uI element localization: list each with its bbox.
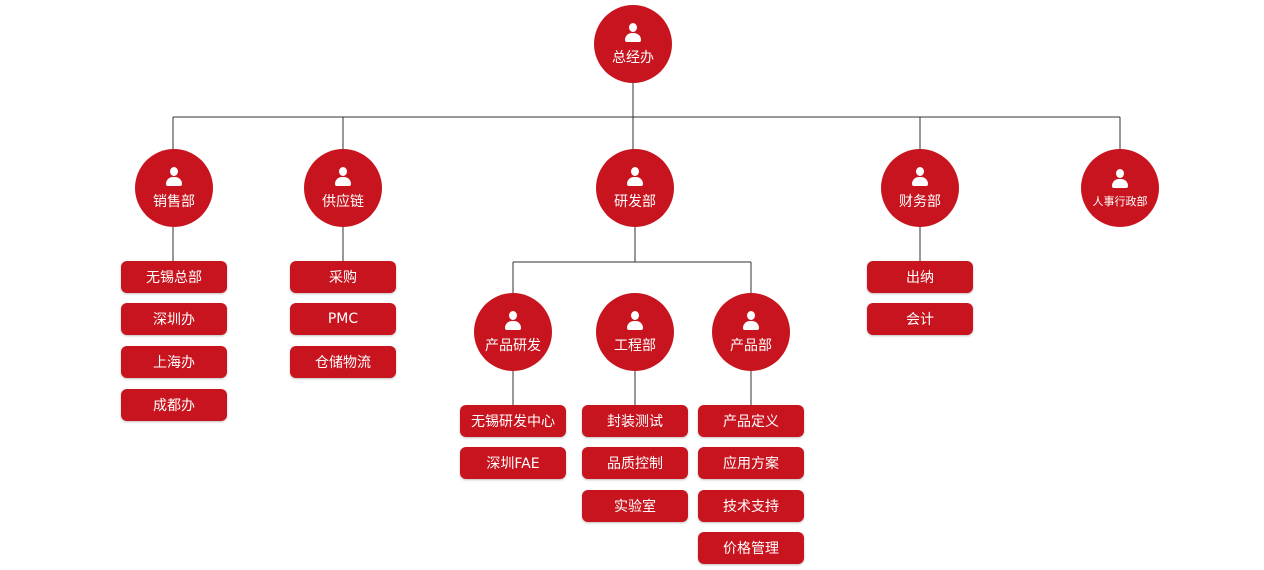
node-department[interactable]: 财务部 — [881, 149, 959, 227]
node-label: 供应链 — [322, 194, 364, 210]
person-icon — [335, 167, 351, 187]
unit-box[interactable]: 仓储物流 — [290, 346, 396, 378]
unit-box[interactable]: 采购 — [290, 261, 396, 293]
person-icon — [1112, 169, 1128, 189]
person-icon — [625, 23, 641, 43]
unit-box[interactable]: 深圳FAE — [460, 447, 566, 480]
node-label: 财务部 — [899, 194, 941, 210]
node-subdepartment[interactable]: 产品部 — [712, 293, 790, 371]
node-label: 产品研发 — [485, 338, 541, 354]
person-icon — [912, 167, 928, 187]
unit-box[interactable]: 上海办 — [121, 346, 227, 378]
unit-box[interactable]: 实验室 — [582, 489, 688, 522]
node-label: 工程部 — [614, 338, 656, 354]
unit-box[interactable]: 无锡总部 — [121, 261, 227, 293]
node-label: 研发部 — [614, 194, 656, 210]
unit-box[interactable]: 无锡研发中心 — [460, 405, 566, 437]
node-department[interactable]: 人事行政部 — [1081, 149, 1159, 227]
node-department[interactable]: 供应链 — [304, 149, 382, 227]
node-label: 产品部 — [730, 338, 772, 354]
unit-box[interactable]: 产品定义 — [698, 405, 804, 437]
person-icon — [743, 311, 759, 331]
unit-box[interactable]: 成都办 — [121, 389, 227, 421]
node-subdepartment[interactable]: 产品研发 — [474, 293, 552, 371]
unit-box[interactable]: 品质控制 — [582, 447, 688, 480]
unit-box[interactable]: 出纳 — [867, 261, 973, 293]
node-subdepartment[interactable]: 工程部 — [596, 293, 674, 371]
unit-box[interactable]: 会计 — [867, 303, 973, 335]
person-icon — [166, 167, 182, 187]
unit-box[interactable]: 封装测试 — [582, 405, 688, 437]
node-label: 总经办 — [612, 50, 654, 66]
unit-box[interactable]: 价格管理 — [698, 531, 804, 564]
node-label: 销售部 — [153, 194, 195, 210]
node-label: 人事行政部 — [1092, 195, 1148, 208]
unit-box[interactable]: 技术支持 — [698, 489, 804, 522]
node-department[interactable]: 研发部 — [596, 149, 674, 227]
unit-box[interactable]: PMC — [290, 303, 396, 335]
person-icon — [627, 167, 643, 187]
unit-box[interactable]: 应用方案 — [698, 447, 804, 480]
node-department[interactable]: 销售部 — [135, 149, 213, 227]
person-icon — [505, 311, 521, 331]
unit-box[interactable]: 深圳办 — [121, 303, 227, 335]
node-root[interactable]: 总经办 — [594, 5, 672, 83]
person-icon — [627, 311, 643, 331]
